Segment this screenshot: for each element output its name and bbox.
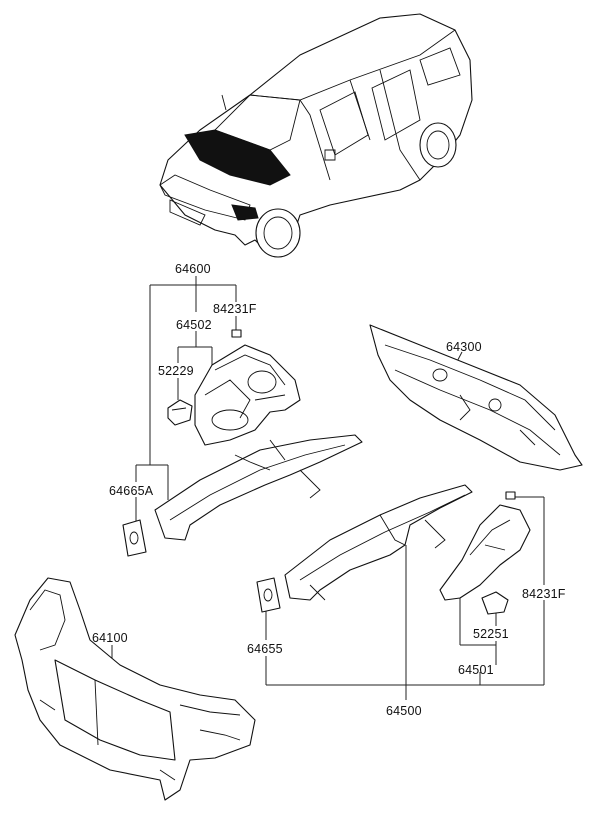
label-84231f-top: 84231F [213,302,257,316]
label-64655: 64655 [247,642,283,656]
part-52229-bracket [167,399,193,426]
part-64502-housing [194,344,301,446]
label-64665a: 64665A [109,484,154,498]
part-64500-rail [284,484,473,601]
part-64501-housing [439,504,531,601]
part-64600-rail [154,434,363,541]
label-64600: 64600 [175,262,211,276]
part-64100-carrier [14,577,256,801]
label-64300: 64300 [446,340,482,354]
part-52251-bracket [481,591,509,615]
label-64501: 64501 [458,663,494,677]
label-64502: 64502 [176,318,212,332]
part-64665a-plate [122,519,147,557]
leader-lines [111,276,545,700]
part-64655-plate [256,577,281,613]
label-84231f-right: 84231F [522,587,566,601]
vehicle-illustration [159,13,473,258]
part-84231f-right-clip [505,491,516,500]
part-64300-dash-panel [369,324,583,471]
label-52229: 52229 [158,364,194,378]
label-52251: 52251 [473,627,509,641]
label-64100: 64100 [92,631,128,645]
part-84231f-top-clip [231,329,242,338]
label-64500: 64500 [386,704,422,718]
